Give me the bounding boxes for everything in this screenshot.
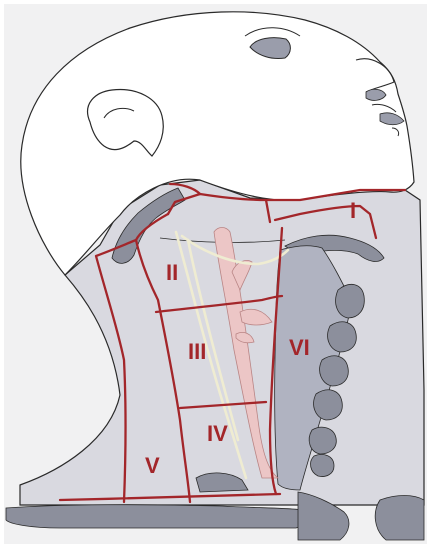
level-I-label: I — [350, 198, 356, 223]
level-II-label: II — [166, 260, 178, 285]
level-V-label: V — [145, 453, 160, 478]
level-III-label: III — [188, 339, 206, 364]
level-VI-label: VI — [289, 335, 310, 360]
level-IV-label: IV — [207, 421, 228, 446]
